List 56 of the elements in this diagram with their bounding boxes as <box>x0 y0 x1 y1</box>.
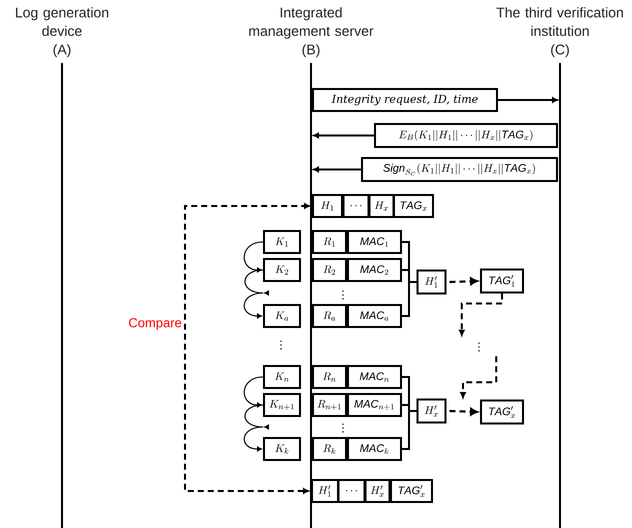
message-box: $\mathit{Sign}_{S_{C}}(K_{1}||H_{1}||\cdots||H_{x}||\mathit{TAG}_{x})$ <box>361 157 558 182</box>
data-cell: $\mathit{TAG}_{x}$ <box>393 194 434 218</box>
data-cell: $R_{n+1}$ <box>312 393 347 417</box>
vertical-ellipsis: ⋮ <box>342 290 344 300</box>
message-box: $E_{B}(K_{1}||H_{1}||\cdots||H_{x}||\mathit{TAG}_{x})$ <box>374 123 558 148</box>
key-box: $K_{k}$ <box>263 437 301 461</box>
lifeline-header: The third verification institution (C) <box>496 7 623 58</box>
data-cell: $H_{x}$ <box>368 194 394 218</box>
key-box: $K_{1}$ <box>263 230 301 254</box>
curved-arrow <box>244 376 264 408</box>
data-cell: $\mathit{MAC}_{2}$ <box>347 258 402 282</box>
message-box: Integrity request, ID, time <box>312 88 498 112</box>
data-cell: $\cdots$ <box>338 479 366 503</box>
data-cell: $\mathit{MAC}_{k}$ <box>347 437 402 461</box>
key-box: $K_{a}$ <box>263 304 301 328</box>
connector-line <box>402 281 416 317</box>
key-box: $K_{n}$ <box>263 365 301 389</box>
data-cell: $\mathit{MAC}_{1}$ <box>347 230 402 254</box>
dashed-arrow <box>449 277 478 286</box>
lifeline-header: Integrated management server (B) <box>249 7 374 58</box>
data-cell: $\mathit{MAC}_{n+1}$ <box>347 393 402 417</box>
dashed-arrow <box>459 294 503 336</box>
arrow <box>498 97 558 103</box>
data-cell: $\mathit{MAC}_{n}$ <box>347 365 402 389</box>
tag-box: $\mathit{TAG}'_{1}$ <box>480 268 524 294</box>
data-cell: $H'_{x}$ <box>364 479 390 503</box>
data-cell: $H'_{1}$ <box>311 479 339 503</box>
data-cell: $R_{n}$ <box>312 365 347 389</box>
hash-box: $H'_{x}$ <box>416 398 446 424</box>
curved-arrow <box>244 404 269 452</box>
data-cell: $R_{a}$ <box>312 304 347 328</box>
key-box: $K_{2}$ <box>263 258 301 282</box>
hash-box: $H'_{1}$ <box>416 270 446 294</box>
curved-arrow <box>244 269 269 318</box>
lifeline-header: Log generation device (A) <box>16 7 108 58</box>
key-box: $K_{n+1}$ <box>263 393 301 417</box>
vertical-ellipsis: ⋮ <box>280 340 282 350</box>
dashed-arrow <box>449 408 478 416</box>
dashed-arrow <box>460 356 498 398</box>
data-cell: $R_{1}$ <box>312 230 347 254</box>
vertical-ellipsis: ⋮ <box>478 342 480 352</box>
data-cell: $R_{k}$ <box>312 437 347 461</box>
dashed-arrow <box>184 203 310 494</box>
arrow <box>313 132 374 138</box>
vertical-ellipsis: ⋮ <box>342 424 344 432</box>
lifeline <box>61 63 63 528</box>
arrow <box>313 166 361 172</box>
data-cell: $R_{2}$ <box>312 258 347 282</box>
edge-label: Compare <box>127 317 183 331</box>
curved-arrow <box>244 241 264 272</box>
data-cell: $\mathit{MAC}_{a}$ <box>347 304 402 328</box>
data-cell: $H_{1}$ <box>312 194 343 218</box>
connector-line <box>402 410 416 450</box>
data-cell: $\cdots$ <box>342 194 370 218</box>
data-cell: $\mathit{TAG}'_{x}$ <box>390 479 433 503</box>
tag-box: $\mathit{TAG}'_{x}$ <box>480 400 524 424</box>
